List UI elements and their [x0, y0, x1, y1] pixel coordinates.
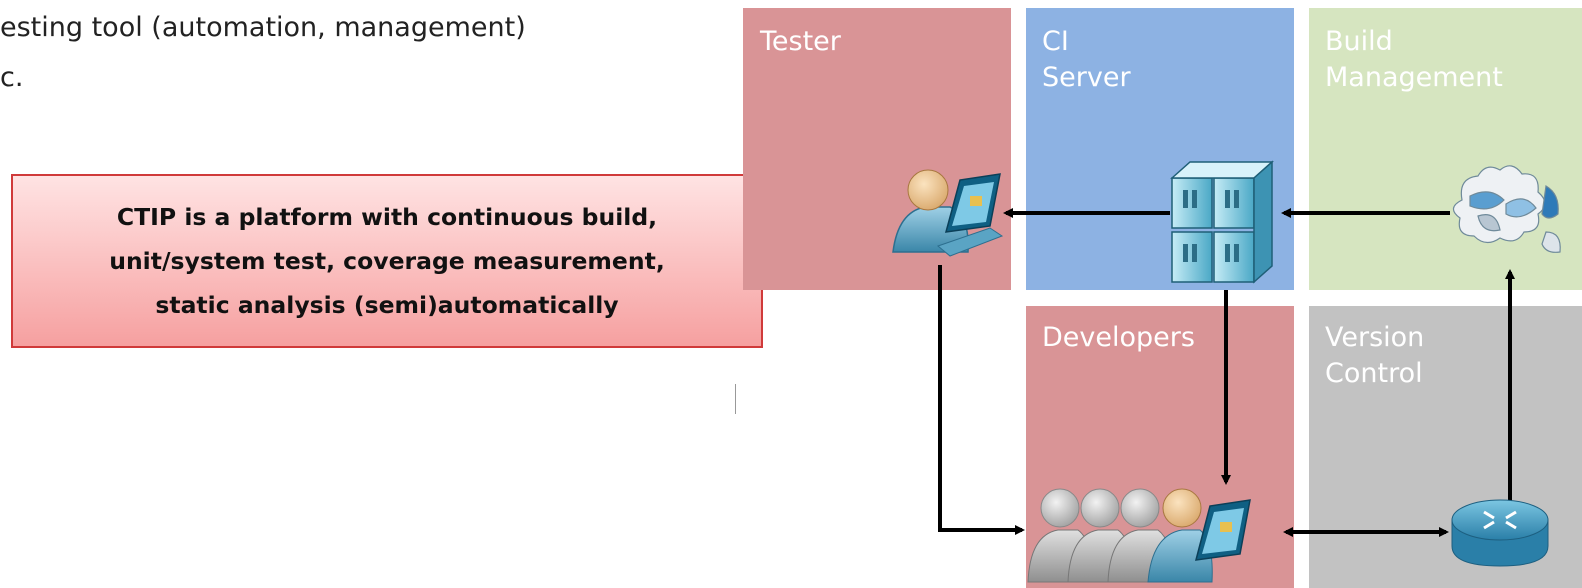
arrow-tester-to-developers [938, 265, 1025, 535]
divider-tick [735, 384, 736, 414]
bullet-text-line-1: esting tool (automation, management) [0, 12, 526, 43]
panel-label-developers: Developers [1042, 322, 1195, 353]
panel-label-tester: Tester [759, 26, 842, 57]
panel-label-ci-server: CI Server [1042, 26, 1131, 93]
server-cluster-icon [1170, 160, 1274, 284]
callout-box: CTIP is a platform with continuous build… [11, 174, 763, 348]
tester-workstation-icon [892, 169, 1004, 257]
callout-text: CTIP is a platform with continuous build… [109, 203, 665, 319]
build-puzzle-icon [1452, 165, 1561, 253]
developer-team-icon [1027, 488, 1251, 583]
panel-label-build-management-line-1: Build [1325, 26, 1393, 57]
panel-label-version-control: Version Control [1325, 322, 1433, 389]
panel-label-version-control-line-2: Control [1325, 358, 1423, 389]
panel-label-ci-server-line-2: Server [1042, 62, 1131, 93]
panel-label-tester-line-1: Tester [759, 26, 842, 57]
panel-label-build-management-line-2: Management [1325, 62, 1503, 93]
bullet-text-line-2: c. [0, 62, 24, 93]
panel-label-version-control-line-1: Version [1325, 322, 1424, 353]
panel-label-ci-server-line-1: CI [1042, 26, 1069, 57]
panel-label-build-management: Build Management [1325, 26, 1503, 93]
router-icon [1451, 499, 1549, 567]
panel-build-management [1309, 8, 1582, 290]
panel-label-developers-line-1: Developers [1042, 322, 1195, 353]
